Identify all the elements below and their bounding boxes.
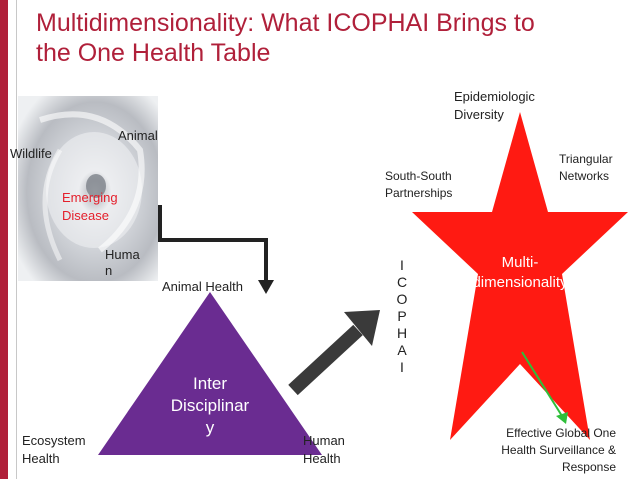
triangle-line-3: y: [205, 418, 215, 437]
label-wildlife: Wildlife: [10, 146, 52, 161]
star-line-1: Multi-: [501, 254, 539, 271]
label-human: Huma n: [105, 247, 140, 279]
label-effective-surveillance: Effective Global One Health Surveillance…: [470, 425, 616, 476]
icophai-vertical-label: I C O P H A I: [394, 257, 410, 376]
ecosystem-line-1: Ecosystem: [22, 433, 86, 448]
diagonal-arrow-icon: [288, 310, 380, 396]
tri-line-1: Triangular: [559, 152, 613, 166]
human-health-line-2: Health: [303, 451, 341, 466]
epi-line-2: Diversity: [454, 107, 504, 122]
tri-line-2: Networks: [559, 169, 610, 183]
interdisciplinary-triangle: [98, 292, 322, 455]
surv-line-3: Response: [561, 460, 616, 474]
down-arrow-icon: [158, 205, 274, 294]
triangle-line-2: Disciplinar: [170, 396, 250, 415]
ecosystem-line-2: Health: [22, 451, 60, 466]
icophai-letter: P: [397, 308, 407, 324]
emerging-line-2: Disease: [62, 208, 109, 223]
star-inner-text: Multi- dimensionality: [450, 253, 590, 293]
human-line-1: Huma: [105, 247, 140, 262]
epi-line-1: Epidemiologic: [454, 89, 535, 104]
icophai-letter: I: [400, 359, 404, 375]
label-ecosystem-health: Ecosystem Health: [22, 432, 86, 468]
star-line-2: dimensionality: [472, 274, 568, 291]
surv-line-1: Effective Global One: [506, 426, 616, 440]
storm-satellite-image: [18, 96, 158, 281]
icophai-letter: I: [400, 257, 404, 273]
south-line-2: Partnerships: [385, 186, 453, 200]
slide-accent-line: [16, 0, 17, 479]
icophai-letter: A: [397, 342, 407, 358]
multidimensionality-star: [412, 112, 628, 440]
label-triangular-networks: Triangular Networks: [559, 151, 613, 185]
title-line-1: Multidimensionality: What ICOPHAI Brings…: [36, 9, 535, 37]
icophai-letter: O: [396, 291, 408, 307]
slide-accent-bar: [0, 0, 8, 479]
green-arrow-icon: [521, 351, 568, 424]
icophai-letter: C: [396, 274, 408, 290]
slide-title: Multidimensionality: What ICOPHAI Brings…: [36, 8, 626, 68]
label-epidemiologic-diversity: Epidemiologic Diversity: [454, 88, 535, 124]
label-emerging-disease: Emerging Disease: [62, 190, 118, 224]
emerging-line-1: Emerging: [62, 190, 118, 205]
label-south-south: South-South Partnerships: [385, 168, 452, 202]
triangle-line-1: Inter: [192, 374, 228, 393]
human-line-2: n: [105, 263, 113, 278]
title-line-2: the One Health Table: [36, 39, 271, 67]
icophai-letter: H: [396, 325, 408, 341]
south-line-1: South-South: [385, 169, 452, 183]
label-animal: Animal: [118, 128, 158, 143]
label-animal-health: Animal Health: [162, 279, 243, 294]
human-health-line-1: Human: [303, 433, 345, 448]
surv-line-2: Health Surveillance &: [501, 443, 616, 457]
triangle-inner-text: Inter Disciplinar y: [150, 373, 270, 439]
label-human-health: Human Health: [303, 432, 345, 468]
